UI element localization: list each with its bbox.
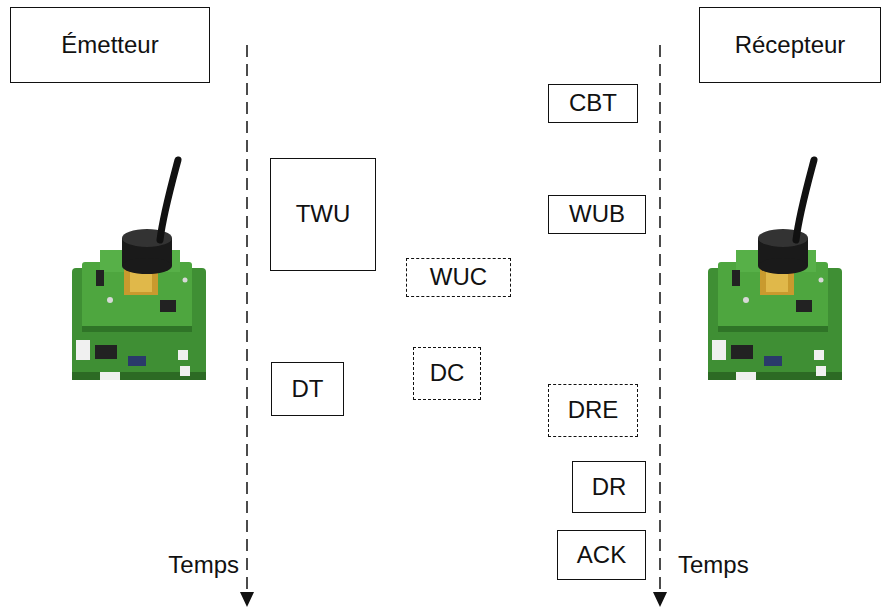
axis-label: Temps xyxy=(166,552,241,578)
optional-frame-box: DRE xyxy=(548,384,638,437)
frame-label: DC xyxy=(430,360,465,386)
timeline-line xyxy=(246,45,248,592)
frame-label: DR xyxy=(592,474,627,500)
frame-label: TWU xyxy=(296,201,351,227)
timeline-line xyxy=(659,45,661,592)
time-arrowhead xyxy=(653,592,667,607)
frame-label: WUC xyxy=(430,264,487,290)
frame-box: ACK xyxy=(557,530,646,580)
optional-frame-box: WUC xyxy=(406,258,511,297)
frame-label: ACK xyxy=(577,542,626,568)
frame-box: TWU xyxy=(270,158,376,271)
frame-box: CBT xyxy=(548,84,638,123)
frame-label: WUB xyxy=(569,201,625,227)
time-arrowhead xyxy=(240,592,254,607)
actor-box: Émetteur xyxy=(10,7,210,83)
sensor-board xyxy=(708,160,842,380)
frame-label: CBT xyxy=(569,90,617,116)
frame-label: Récepteur xyxy=(735,32,846,58)
optional-frame-box: DC xyxy=(413,347,481,400)
frame-label: DRE xyxy=(568,397,619,423)
frame-label: DT xyxy=(292,376,324,402)
frame-label: Émetteur xyxy=(61,32,158,58)
axis-label: Temps xyxy=(676,552,751,578)
actor-box: Récepteur xyxy=(699,7,881,83)
frame-box: WUB xyxy=(548,195,646,234)
sensor-board xyxy=(72,160,206,380)
frame-box: DR xyxy=(572,461,646,513)
timeline xyxy=(247,45,660,592)
frame-box: DT xyxy=(271,362,344,416)
